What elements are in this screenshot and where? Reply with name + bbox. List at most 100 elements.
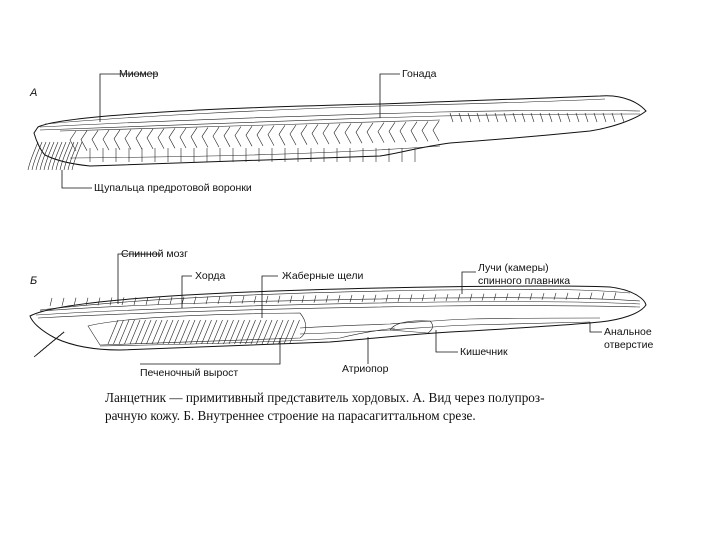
gill-slit [158,320,168,344]
gill-slit [119,320,129,344]
panel-a-tentacles [28,142,82,170]
tail-segment [459,113,462,122]
caption-line-2: рачную кожу. Б. Внутреннее строение на п… [105,407,705,425]
fin-ray [350,295,352,302]
fin-ray [542,293,544,300]
gill-slit [257,320,267,344]
panel-a-letter: А [29,87,37,99]
gill-slit [152,320,162,344]
myomere-chevron [224,127,230,147]
myomere-chevron [169,128,175,148]
myomere-chevron [158,129,164,149]
panel-a: А Миомер Гонада Щупальца предротовой вор… [28,68,646,194]
leader-gill-slits [262,276,278,318]
myomere-chevron [312,124,318,144]
caption-line-1: Ланцетник — примитивный представитель хо… [105,389,705,407]
myomere-chevron [257,126,263,146]
gill-slit [185,320,195,344]
gill-slit [246,320,256,344]
fin-ray [482,294,484,301]
tail-segment [495,113,498,122]
leader-tentacles [62,170,92,188]
tail-segment [612,113,615,122]
label-fin-rays-1: Лучи (камеры) [478,262,549,274]
tail-segment [468,113,471,122]
fin-ray [122,297,124,305]
myomere-chevron [345,124,351,144]
gill-slit [240,320,250,344]
label-anal-2: отверстие [604,339,653,351]
myomere-chevron [81,131,87,151]
fin-ray [614,292,616,299]
tail-segment [486,113,489,122]
label-gonada: Гонада [402,68,437,80]
panel-b-spinal-cord [40,298,640,311]
fin-ray [458,294,460,301]
gill-slit [169,320,179,344]
label-anal-1: Анальное [604,326,652,338]
tail-segment [477,113,480,122]
leader-fin-rays [462,272,476,294]
label-intestine: Кишечник [460,346,508,358]
myomere-chevron [246,126,252,146]
gill-slit [273,320,283,344]
fin-ray [410,294,412,301]
gill-slit [147,320,157,344]
myomere-chevron [125,130,131,150]
fin-ray [470,294,472,301]
myomere-chevron [147,129,153,149]
fin-ray [158,297,160,305]
panel-a-dorsal-fold [45,99,605,124]
panel-a-body-outline [34,96,646,166]
panel-a-notochord [40,110,640,127]
fin-ray [278,296,280,303]
myomere-chevron [334,124,340,144]
fin-ray [386,295,388,302]
gill-slit [207,320,217,344]
panel-b-gill-slits [108,320,300,344]
label-atriopore: Атриопор [342,363,389,375]
myomere-chevron [191,128,197,148]
label-spinal-cord: Спинной мозг [121,248,188,260]
panel-b-notochord [36,302,640,315]
label-tentacles: Щупальца предротовой воронки [94,182,252,194]
myomere-chevron [378,123,384,143]
myomere-chevron [411,122,417,142]
panel-b-tentacles [34,332,64,357]
gill-slit [191,320,201,344]
myomere-chevron [114,130,120,150]
fin-ray [434,294,436,301]
fin-ray [446,294,448,301]
gill-slit [108,320,118,344]
myomere-chevron [433,121,439,141]
fin-ray [554,293,556,300]
fin-ray [266,296,268,303]
fin-ray [86,298,88,306]
fin-ray [374,295,376,302]
leader-spinal-cord [118,254,160,304]
fin-ray [422,294,424,301]
gill-slit [174,320,184,344]
myomere-chevron [268,126,274,146]
gill-slit [202,320,212,344]
myomere-chevron [92,130,98,150]
panel-b-letter: Б [30,275,37,287]
fin-ray [170,297,172,305]
gill-slit [163,320,173,344]
myomere-chevron [279,125,285,145]
fin-ray [338,295,340,302]
fin-ray [566,293,568,300]
label-chord: Хорда [195,270,225,282]
myomere-chevron [202,127,208,147]
myomere-chevron [290,125,296,145]
tail-segment [513,113,516,122]
fin-ray [242,296,244,304]
gill-slit [262,320,272,344]
myomere-chevron [136,129,142,149]
tail-segment [504,113,507,122]
myomere-chevron [235,127,241,147]
label-liver: Печеночный вырост [140,367,238,379]
panel-b-notochord-lower [38,306,640,318]
label-gill-slits: Жаберные щели [282,270,363,282]
tail-segment [621,113,624,122]
